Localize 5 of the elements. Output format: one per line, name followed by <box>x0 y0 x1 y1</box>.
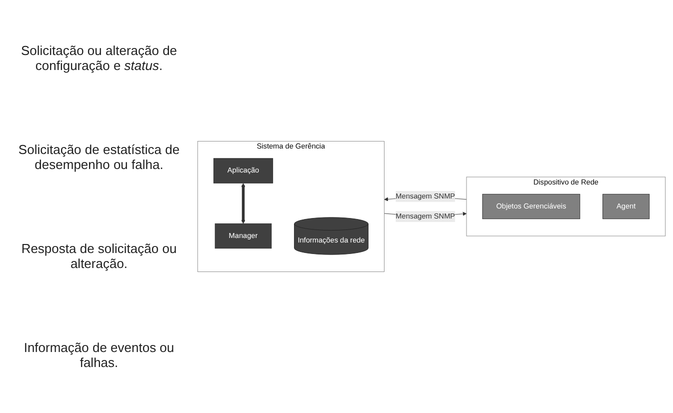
note-text: Informação de eventos ou falhas. <box>22 340 176 370</box>
arrow <box>241 183 246 224</box>
note-text: Solicitação ou alteração de configuração e status. <box>20 42 178 73</box>
note-text: Resposta de solicitação ou alteração. <box>20 241 178 272</box>
note-text: Solicitação de estatística de desempenho ou falha. <box>17 142 181 172</box>
